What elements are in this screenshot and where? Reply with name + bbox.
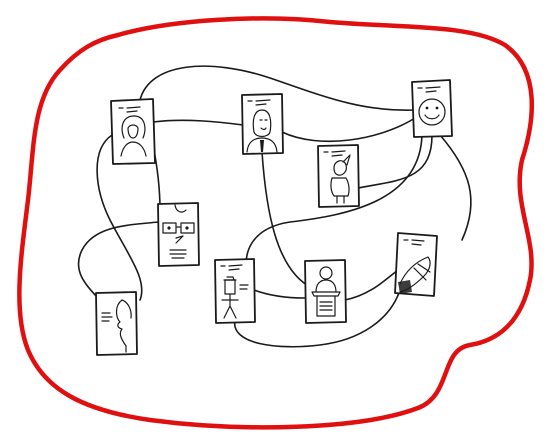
speaker-card bbox=[305, 260, 346, 323]
woman-card bbox=[111, 99, 155, 164]
link-baldman-smiley bbox=[282, 118, 415, 141]
link-speaker-guitar bbox=[345, 270, 398, 300]
link-smiley-guitar bbox=[440, 135, 471, 240]
guitar-card bbox=[395, 233, 437, 296]
link-cap-speaker bbox=[254, 290, 305, 298]
glasses-card bbox=[158, 203, 199, 266]
link-woman-baldman bbox=[153, 120, 243, 125]
kid-card bbox=[318, 145, 359, 207]
bald-man-card bbox=[242, 94, 283, 154]
smiley-card bbox=[412, 80, 452, 137]
cap-card bbox=[215, 259, 255, 323]
profile-card bbox=[96, 292, 137, 355]
